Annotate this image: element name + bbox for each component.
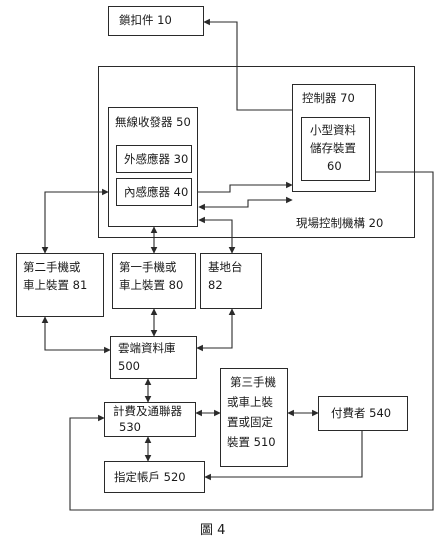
line-internal-sensor-to-controller (191, 181, 293, 196)
second-phone-line2: 車上裝置 81 (23, 278, 88, 292)
lock-box: 鎖扣件 10 (108, 6, 204, 36)
second-phone-line1: 第二手機或 (23, 260, 81, 274)
site-control-label: 現場控制機構 20 (296, 216, 384, 230)
lock-label: 鎖扣件 10 (119, 13, 172, 27)
line-base-to-cloud (196, 308, 236, 352)
account-label: 指定帳戶 520 (114, 470, 186, 484)
payer-box: 付費者 540 (318, 396, 408, 431)
line-transceiver-to-storage (198, 196, 293, 211)
third-phone-line3: 置或固定 (227, 415, 273, 429)
line-transceiver-to-base (198, 216, 236, 254)
cloud-database-line1: 雲端資料庫 (118, 341, 176, 355)
base-station-box: 基地台 82 (200, 253, 262, 309)
billing-box: 計費及通聯器 530 (104, 402, 196, 437)
controller-label: 控制器 70 (302, 91, 355, 105)
small-storage-line3: 60 (327, 159, 342, 173)
base-station-line1: 基地台 (208, 260, 243, 274)
line-second-phone-to-cloud (41, 316, 111, 354)
external-sensor-box: 外感應器 30 (116, 145, 192, 173)
wireless-transceiver-label: 無線收發器 50 (115, 115, 191, 129)
line-transceiver-to-second-phone (41, 188, 109, 254)
billing-line1: 計費及通聯器 (113, 404, 182, 418)
small-storage-line2: 儲存裝置 (310, 141, 356, 155)
internal-sensor-label: 內感應器 40 (124, 185, 189, 199)
cloud-database-box: 雲端資料庫 500 (110, 336, 197, 379)
external-sensor-label: 外感應器 30 (124, 152, 189, 166)
first-phone-line1: 第一手機或 (119, 260, 177, 274)
site-control-frame (98, 66, 415, 238)
first-phone-line2: 車上裝置 80 (119, 278, 184, 292)
base-station-line2: 82 (208, 278, 223, 292)
line-storage-to-billing (69, 171, 434, 511)
third-phone-line4: 裝置 510 (227, 435, 276, 449)
internal-sensor-box: 內感應器 40 (116, 178, 192, 206)
line-payer-to-account (204, 431, 363, 481)
first-phone-box: 第一手機或 車上裝置 80 (112, 253, 196, 309)
figure-caption: 圖 4 (200, 523, 226, 538)
second-phone-box: 第二手機或 車上裝置 81 (16, 253, 104, 317)
payer-label: 付費者 540 (331, 406, 392, 420)
account-box: 指定帳戶 520 (104, 461, 205, 493)
small-storage-box: 小型資料 儲存裝置 60 (301, 117, 370, 181)
third-phone-line1: 第三手機 (230, 375, 276, 389)
billing-line2: 530 (119, 420, 141, 434)
third-phone-box: 第三手機 或車上裝 置或固定 裝置 510 (220, 368, 288, 467)
cloud-database-line2: 500 (118, 359, 140, 373)
third-phone-line2: 或車上裝 (227, 395, 273, 409)
small-storage-line1: 小型資料 (310, 123, 356, 137)
